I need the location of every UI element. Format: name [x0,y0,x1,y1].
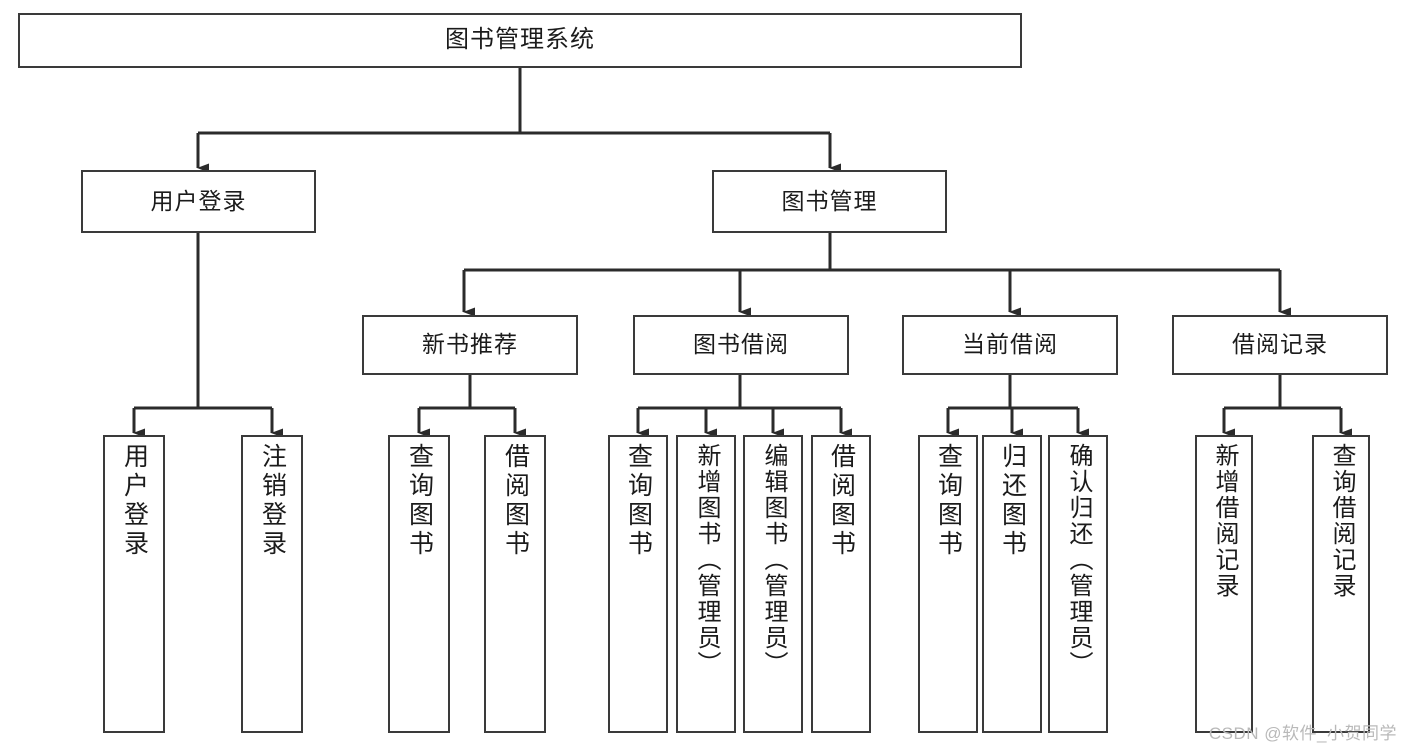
leaf-borrow-book-recommend[interactable]: 借阅图书 [484,435,546,733]
node-label: 用户登录 [150,187,247,214]
node-label: 当前借阅 [962,331,1058,358]
leaf-query-borrow-record[interactable]: 查询借阅记录 [1312,435,1370,733]
node-book-manage[interactable]: 图书管理 [712,170,947,233]
node-label: 借阅记录 [1232,331,1328,358]
node-label: 图书管理 [781,187,878,214]
node-label: 确认归还（管理员） [1065,443,1092,677]
node-label: 新增借阅记录 [1211,443,1238,599]
leaf-edit-book[interactable]: 编辑图书（管理员） [743,435,803,733]
node-root-system[interactable]: 图书管理系统 [18,13,1022,68]
node-label: 图书借阅 [693,331,789,358]
leaf-add-borrow-record[interactable]: 新增借阅记录 [1195,435,1253,733]
node-book-borrow[interactable]: 图书借阅 [633,315,849,375]
leaf-confirm-return[interactable]: 确认归还（管理员） [1048,435,1108,733]
leaf-add-book[interactable]: 新增图书（管理员） [676,435,736,733]
node-label: 图书管理系统 [445,26,595,54]
leaf-borrow-book[interactable]: 借阅图书 [811,435,871,733]
node-label: 注销登录 [258,443,287,559]
leaf-query-book-current[interactable]: 查询图书 [918,435,978,733]
leaf-query-book-recommend[interactable]: 查询图书 [388,435,450,733]
node-label: 借阅图书 [827,443,856,559]
node-borrow-record[interactable]: 借阅记录 [1172,315,1388,375]
node-label: 查询图书 [624,443,653,559]
node-label: 编辑图书（管理员） [760,443,787,677]
node-label: 借阅图书 [501,443,530,559]
node-current-borrow[interactable]: 当前借阅 [902,315,1118,375]
node-label: 新书推荐 [422,331,518,358]
leaf-query-book-borrow[interactable]: 查询图书 [608,435,668,733]
leaf-user-login[interactable]: 用户登录 [103,435,165,733]
node-new-book-recommend[interactable]: 新书推荐 [362,315,578,375]
node-label: 用户登录 [120,443,149,559]
leaf-logout-login[interactable]: 注销登录 [241,435,303,733]
node-label: 查询图书 [934,443,963,559]
node-label: 查询图书 [405,443,434,559]
node-label: 归还图书 [998,443,1027,559]
watermark: CSDN @软件_小贺同学 [1208,724,1397,743]
leaf-return-book[interactable]: 归还图书 [982,435,1042,733]
node-label: 新增图书（管理员） [693,443,720,677]
node-label: 查询借阅记录 [1328,443,1355,599]
node-user-login[interactable]: 用户登录 [81,170,316,233]
